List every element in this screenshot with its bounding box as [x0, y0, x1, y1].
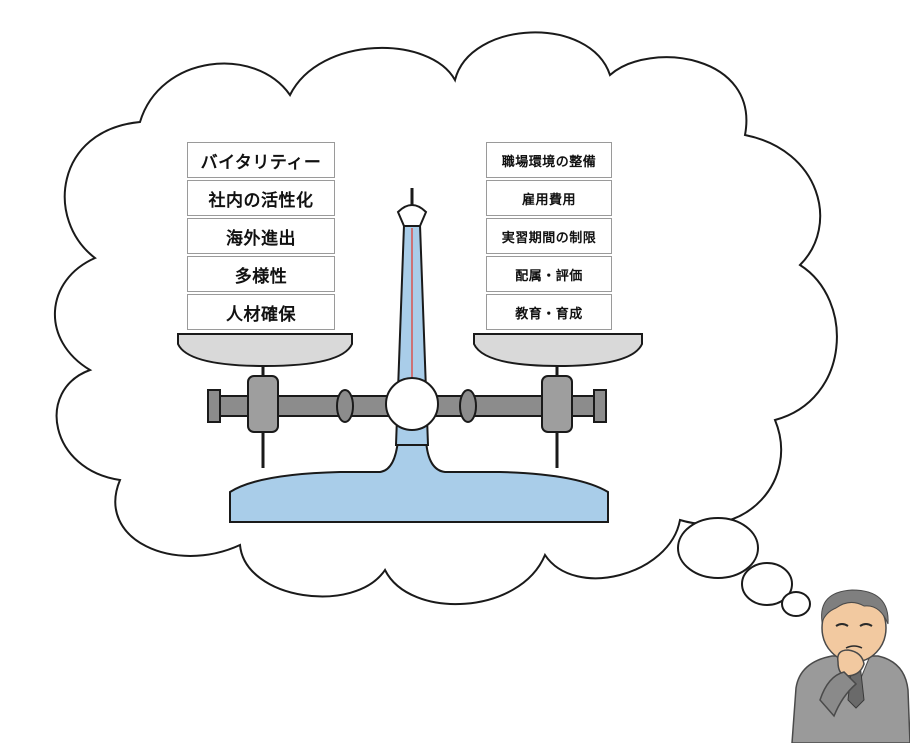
man-arm — [819, 671, 858, 718]
left-pan-item: 社内の活性化 — [187, 180, 335, 216]
left-pan-item: 人材確保 — [187, 294, 335, 330]
thought-bubble-medium — [741, 562, 793, 606]
right-pan-item: 教育・育成 — [486, 294, 612, 330]
right-pan-item: 雇用費用 — [486, 180, 612, 216]
thought-bubble-large — [677, 517, 759, 579]
man-mouth — [845, 645, 863, 649]
thought-bubble-icon — [677, 517, 811, 617]
left-pan-item: バイタリティー — [187, 142, 335, 178]
right-pan-item: 実習期間の制限 — [486, 218, 612, 254]
beam-knot-left — [336, 389, 354, 423]
scale-top-cap — [396, 204, 428, 227]
right-pan-item: 配属・評価 — [486, 256, 612, 292]
right-pan — [473, 333, 643, 368]
left-hanger-block — [247, 375, 279, 433]
left-pan-item: 海外進出 — [187, 218, 335, 254]
man-eye-left — [835, 623, 849, 627]
man-hair — [821, 589, 889, 625]
balance-scale-icon — [177, 188, 643, 523]
left-pan-item: 多様性 — [187, 256, 335, 292]
beam-end-left — [207, 389, 221, 423]
left-pan — [177, 333, 353, 368]
beam-end-right — [593, 389, 607, 423]
beam-knot-right — [459, 389, 477, 423]
right-hanger-block — [541, 375, 573, 433]
thought-bubble-small — [781, 591, 811, 617]
man-eye-right — [859, 623, 873, 627]
scale-pivot — [385, 377, 439, 431]
thinking-man-icon — [791, 589, 910, 743]
right-pan-item: 職場環境の整備 — [486, 142, 612, 178]
